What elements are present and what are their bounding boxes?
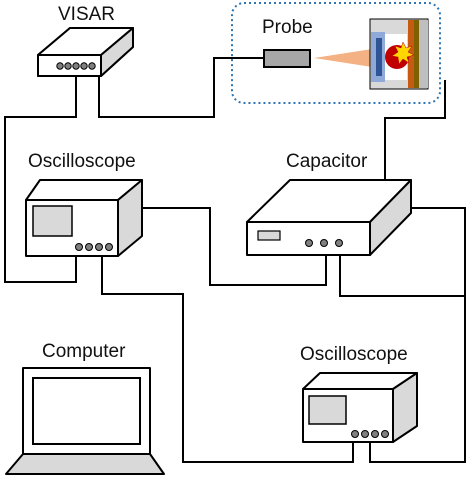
capacitor-label: Capacitor	[286, 151, 368, 172]
computer-keyboard	[5, 453, 165, 475]
visar-label: VISAR	[58, 4, 115, 25]
capacitor-buttons	[305, 239, 343, 247]
computer-device: Computer	[5, 341, 165, 475]
oscilloscope-2-label: Oscilloscope	[300, 344, 408, 365]
capacitor-display	[257, 230, 281, 241]
visar-device: VISAR	[37, 4, 134, 77]
oscilloscope-1-screen	[32, 205, 73, 237]
capacitor-device: Capacitor	[246, 151, 412, 256]
probe-body	[263, 49, 311, 68]
oscilloscope-1-buttons	[75, 243, 113, 251]
visar-buttons	[56, 62, 96, 70]
laser-beam	[314, 49, 372, 67]
wire-capacitor-to-target	[384, 80, 446, 180]
oscilloscope-1-device: Oscilloscope	[25, 151, 143, 257]
target-assembly	[369, 18, 429, 90]
computer-screen	[32, 377, 141, 445]
wire-capacitor-to-oscilloscope2	[339, 255, 466, 463]
probe-setup: Probe	[231, 2, 441, 104]
oscilloscope-2-screen	[308, 395, 347, 425]
oscilloscope-2-buttons	[351, 430, 389, 438]
wire-visar-to-oscilloscope	[4, 76, 77, 283]
probe-dashed-border	[231, 2, 441, 104]
wire-capacitor-side	[411, 207, 466, 296]
computer-label: Computer	[42, 341, 126, 362]
wire-visar-to-probe	[98, 57, 264, 118]
probe-label: Probe	[262, 17, 313, 38]
flash-icon	[391, 41, 415, 65]
oscilloscope-2-device: Oscilloscope	[300, 344, 418, 443]
oscilloscope-1-label: Oscilloscope	[28, 151, 136, 172]
wire-oscilloscope1-to-oscilloscope2	[101, 256, 354, 463]
wire-oscilloscope-to-capacitor	[142, 207, 327, 286]
wiring	[4, 57, 466, 463]
